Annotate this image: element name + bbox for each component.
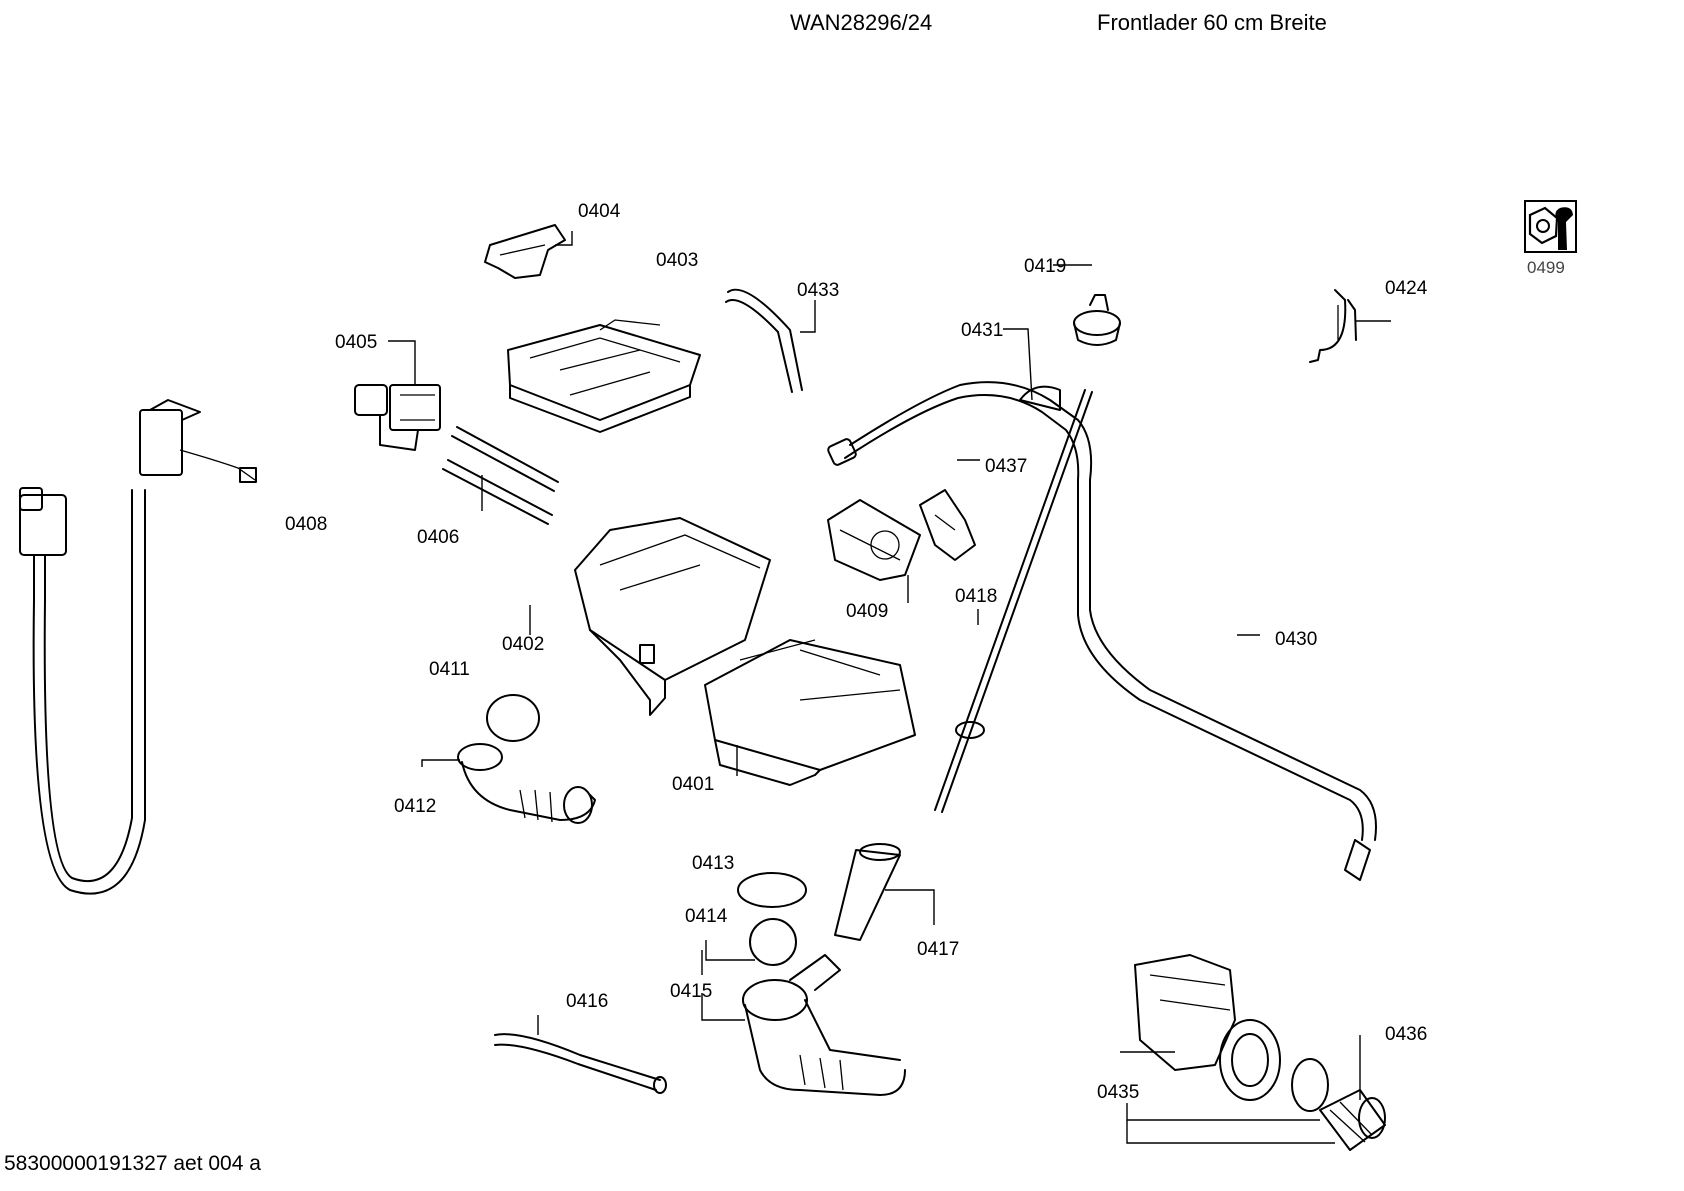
part-0417-air-trap[interactable] xyxy=(834,843,901,941)
label-0499: 0499 xyxy=(1527,258,1565,277)
part-labels: 0404 0403 0433 0419 0431 0424 0405 0437 … xyxy=(285,201,1428,1103)
part-0405-inlet-valve[interactable] xyxy=(354,384,441,451)
part-0402-dispenser-housing[interactable] xyxy=(574,517,771,716)
label-0403: 0403 xyxy=(656,250,698,271)
part-0435-drain-pump[interactable] xyxy=(1134,954,1329,1112)
part-0412-bellows-hose[interactable] xyxy=(457,743,596,824)
appliance-description: Frontlader 60 cm Breite xyxy=(1097,10,1327,35)
label-0416: 0416 xyxy=(566,991,608,1012)
part-0418-pressure-tube[interactable] xyxy=(934,389,1093,813)
label-0419: 0419 xyxy=(1024,256,1066,277)
label-0436: 0436 xyxy=(1385,1024,1427,1045)
label-0437: 0437 xyxy=(985,456,1027,477)
label-0402: 0402 xyxy=(502,634,544,655)
document-code: 58300000191327 aet 004 a xyxy=(4,1152,261,1175)
label-0424: 0424 xyxy=(1385,278,1428,299)
label-0430: 0430 xyxy=(1275,629,1317,650)
part-0411-seal-ring[interactable] xyxy=(486,694,540,742)
part-0431-hose[interactable] xyxy=(827,381,1377,881)
label-0406: 0406 xyxy=(417,527,459,548)
label-0435: 0435 xyxy=(1097,1082,1139,1103)
label-0409: 0409 xyxy=(846,601,888,622)
label-0414: 0414 xyxy=(685,906,728,927)
leader-lines xyxy=(388,231,1391,1144)
label-0413: 0413 xyxy=(692,853,734,874)
label-0405: 0405 xyxy=(335,332,377,353)
part-0409-detergent-insert[interactable] xyxy=(827,499,921,581)
label-0412: 0412 xyxy=(394,796,436,817)
part-0437-siphon[interactable] xyxy=(919,489,976,561)
label-0418: 0418 xyxy=(955,586,997,607)
part-0416-hose[interactable] xyxy=(494,1033,667,1094)
part-0406-hoses[interactable] xyxy=(442,426,559,525)
part-0408-inlet-hose[interactable] xyxy=(19,399,257,895)
model-number: WAN28296/24 xyxy=(790,10,933,35)
part-0403-dispenser-cover[interactable] xyxy=(507,319,701,433)
label-0415: 0415 xyxy=(670,981,712,1002)
part-0401-dispenser-drawer[interactable] xyxy=(704,639,916,786)
label-0408: 0408 xyxy=(285,514,327,535)
label-0433: 0433 xyxy=(797,280,839,301)
label-0404: 0404 xyxy=(578,201,621,222)
part-0414-float-ball[interactable] xyxy=(749,918,797,966)
part-0415-sump-hose[interactable] xyxy=(742,954,906,1096)
label-0411: 0411 xyxy=(429,659,470,680)
part-0424-hose-clamp[interactable] xyxy=(1309,289,1357,363)
nut-and-wrench-icon xyxy=(1524,200,1577,253)
part-0419-cap[interactable] xyxy=(1073,294,1121,346)
part-0404-clip[interactable] xyxy=(484,224,566,279)
label-0417: 0417 xyxy=(917,939,959,960)
part-0433-hose[interactable] xyxy=(725,288,803,393)
label-0431: 0431 xyxy=(961,320,1003,341)
label-0401: 0401 xyxy=(672,774,714,795)
part-0436-lint-filter[interactable] xyxy=(1319,1089,1386,1151)
part-0413-seal-ring[interactable] xyxy=(737,872,807,908)
